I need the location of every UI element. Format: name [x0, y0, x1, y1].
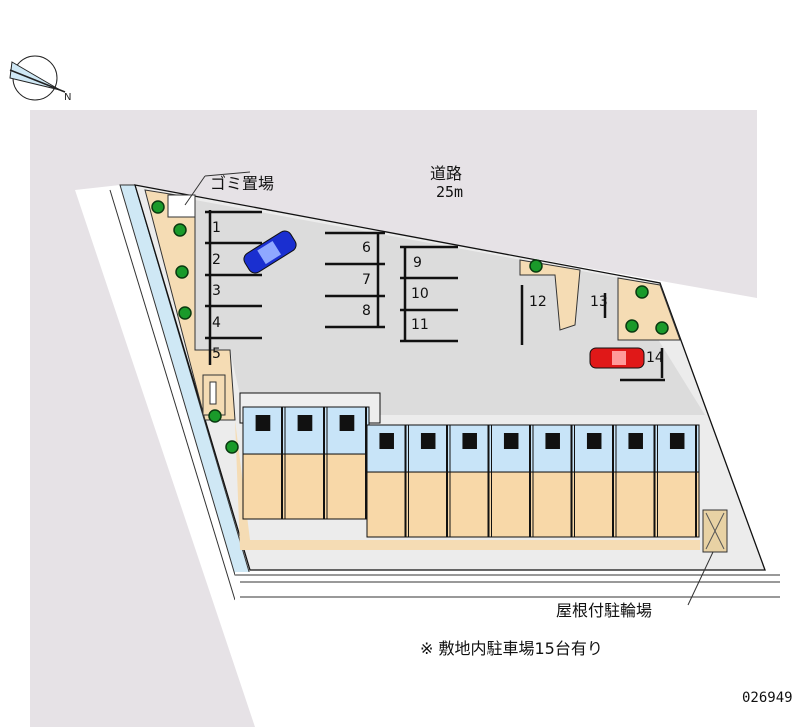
- parking-spot-label: 4: [212, 315, 221, 331]
- tree-icon: [208, 409, 222, 423]
- apartment-unit-room: [574, 471, 617, 538]
- apartment-unit-room: [408, 471, 451, 538]
- apartment-unit-room: [491, 471, 534, 538]
- apartment-unit-room: [657, 471, 700, 538]
- parking-spot-label: 6: [362, 240, 371, 256]
- parking-spot-label: 10: [411, 286, 429, 302]
- tree-icon: [655, 321, 669, 335]
- apartment-unit-room: [366, 471, 409, 538]
- svg-text:N: N: [64, 92, 71, 103]
- tree-icon: [225, 440, 239, 454]
- parking-spot-label: 5: [212, 346, 221, 362]
- planting-center: [519, 259, 581, 331]
- parking-spot-label: 13: [590, 294, 608, 310]
- kitchen-icon: [545, 433, 560, 449]
- parking-spot-label: 9: [413, 255, 422, 271]
- property-code: 026949: [742, 690, 793, 706]
- parking-note: ※ 敷地内駐車場15台有り: [420, 639, 603, 658]
- kitchen-icon: [379, 433, 394, 449]
- apartment-unit-room: [449, 471, 492, 538]
- kitchen-icon: [628, 433, 643, 449]
- compass-icon: N: [9, 55, 71, 103]
- apartment-unit-room: [242, 453, 286, 520]
- road-label: 道路: [430, 164, 463, 183]
- tree-icon: [151, 200, 165, 214]
- meter: [209, 381, 217, 405]
- bike-parking-label: 屋根付駐輪場: [556, 601, 653, 620]
- parking-spot-label: 8: [362, 303, 371, 319]
- kitchen-icon: [462, 433, 477, 449]
- tree-icon: [178, 306, 192, 320]
- kitchen-icon: [503, 433, 519, 449]
- car-icon: [589, 347, 645, 369]
- parking-spot-label: 11: [411, 317, 429, 333]
- kitchen-icon: [339, 415, 355, 431]
- kitchen-icon: [586, 433, 602, 449]
- apartment-unit-room: [284, 453, 328, 520]
- parking-spot-label: 12: [529, 294, 547, 310]
- tree-icon: [529, 259, 543, 273]
- kitchen-icon: [669, 433, 685, 449]
- road-width: 25m: [436, 183, 464, 201]
- parking-spot-label: 3: [212, 283, 221, 299]
- bottom-channel: [235, 572, 780, 600]
- car-icon: [243, 230, 297, 274]
- road-area: [30, 110, 757, 727]
- tree-icon: [635, 285, 649, 299]
- apartment-unit-room: [615, 471, 658, 538]
- parking-spot-label: 1: [212, 220, 221, 236]
- parking-spot-label: 14: [646, 350, 664, 366]
- trash-area-label: ゴミ置場: [210, 174, 275, 193]
- parking-spot-label: 2: [212, 252, 221, 268]
- kitchen-icon: [255, 415, 271, 431]
- parking-area: [195, 200, 705, 415]
- apartment-unit-room: [532, 471, 575, 538]
- kitchen-icon: [297, 415, 313, 431]
- tree-icon: [175, 265, 189, 279]
- trash-area: [167, 194, 196, 218]
- kitchen-icon: [420, 433, 436, 449]
- tree-icon: [625, 319, 639, 333]
- parking-spot-label: 7: [362, 272, 371, 288]
- apartment-unit-room: [326, 453, 370, 520]
- tree-icon: [173, 223, 187, 237]
